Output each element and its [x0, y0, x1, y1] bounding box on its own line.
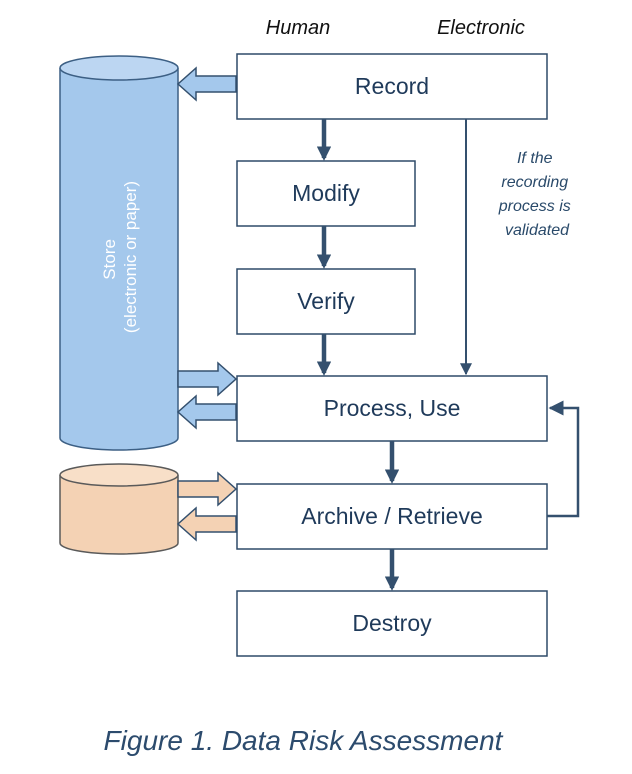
archive-retrieve-label: Archive / Retrieve [301, 503, 483, 529]
process-use-box [236, 375, 548, 442]
store-to-process-arrow [177, 361, 238, 397]
destroy-box [236, 590, 548, 657]
column-header-electronic: Electronic [437, 17, 525, 39]
record-box [236, 53, 548, 120]
process-use-label: Process, Use [324, 395, 461, 421]
archive-box-to-store-arrow [176, 506, 237, 542]
archive-store-to-box-arrow [177, 471, 238, 507]
figure-caption: Figure 1. Data Risk Assessment [104, 725, 504, 756]
modify-label: Modify [292, 180, 360, 206]
record-label: Record [355, 73, 429, 99]
store-label: Store [100, 239, 119, 280]
verify-box [236, 268, 416, 335]
column-header-human: Human [266, 17, 330, 39]
archive-cylinder [59, 463, 179, 555]
archive-retrieve-box [236, 483, 548, 550]
record-to-store-arrow [176, 66, 237, 102]
store-cylinder: Store (electronic or paper) [59, 55, 179, 451]
process-to-store-arrow [176, 394, 237, 430]
svg-text:Store (electronic or pap: Store (electronic or paper) [100, 181, 140, 333]
verify-label: Verify [297, 288, 355, 314]
store-sublabel: (electronic or paper) [121, 181, 140, 333]
validation-note: If the recording process is validated [498, 150, 575, 239]
destroy-label: Destroy [352, 610, 432, 636]
retrieve-loop-arrow [547, 400, 580, 518]
modify-box [236, 160, 416, 227]
